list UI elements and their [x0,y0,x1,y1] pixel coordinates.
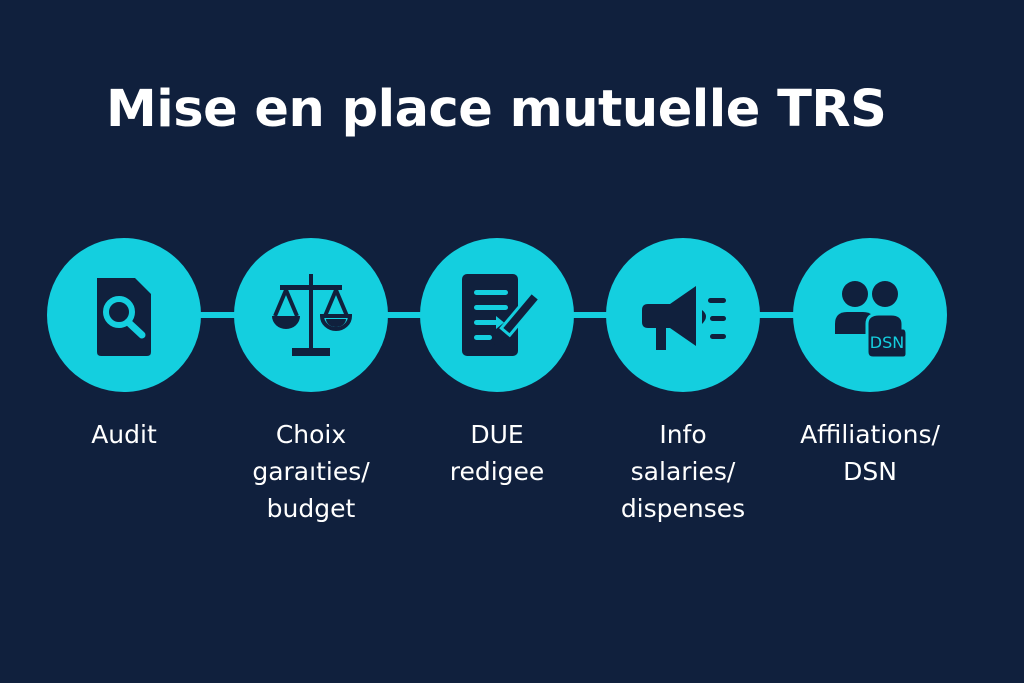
dsn-badge: DSN [870,333,904,352]
step-2-label: Choix garaıties/ budget [252,420,370,523]
step-1-label: Audit [91,420,157,449]
step-4-label: Info salaries/ dispenses [620,420,746,523]
page-title: Mise en place mutuelle TRS [106,80,887,139]
scales-icon [272,274,353,356]
step-3-label: DUE redigee [449,420,545,486]
step-2-circle [234,238,388,392]
step-3-circle [420,238,574,392]
document-search-icon [97,278,151,356]
step-5-circle: DSN [793,238,947,392]
users-dsn-icon: DSN [835,281,909,360]
document-edit-icon [462,274,542,356]
step-4-circle [606,238,760,392]
megaphone-icon [642,286,726,350]
step-5-label: Affiliations/ DSN [800,420,940,486]
step-1-circle [47,238,201,392]
